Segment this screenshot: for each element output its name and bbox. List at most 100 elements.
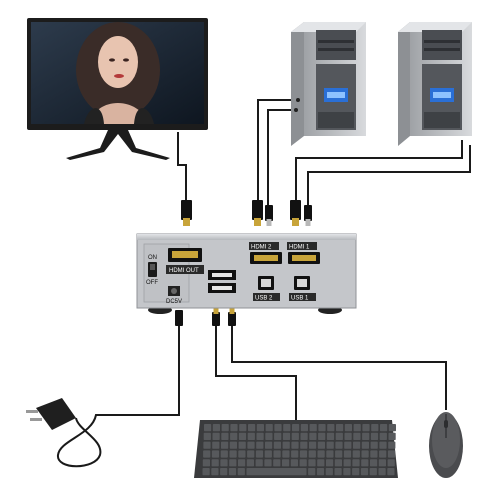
desktop-pc-icon-2 [398,22,472,146]
keyboard-key [264,450,272,458]
keyboard-key [230,424,238,432]
keyboard-key [212,441,220,449]
monitor-icon [27,18,208,160]
usb-plug-keyboard [212,312,220,326]
keyboard-key [273,459,281,467]
keyboard-key [343,468,351,476]
keyboard-key [379,441,387,449]
keyboard-key [238,450,246,458]
keyboard-key [369,468,377,476]
keyboard-key [256,424,264,432]
keyboard-spacebar [246,468,307,476]
dc-label: DC5V [166,299,182,305]
keyboard-key [352,459,360,467]
hdmi-2-label: HDMI 2 [251,245,272,251]
keyboard-key [325,468,333,476]
keyboard-key [378,468,386,476]
keyboard-key [352,450,360,458]
off-label: OFF [146,280,158,286]
keyboard-key [370,441,378,449]
keyboard-key [247,432,255,440]
connector-plugs-bottom [175,308,236,326]
keyboard-key [327,424,335,432]
keyboard-key [204,424,212,432]
keyboard-key [308,459,316,467]
keyboard-key [387,459,395,467]
keyboard-key [221,432,229,440]
keyboard-keys [202,424,396,476]
keyboard-key [317,450,325,458]
keyboard-key [326,441,334,449]
keyboard-key [387,450,396,458]
keyboard-key [273,441,281,449]
keyboard-key [283,424,291,432]
keyboard-key [230,432,238,440]
keyboard-key [300,441,308,449]
keyboard-key [335,432,343,440]
keyboard-key [370,459,378,467]
keyboard-key [316,468,325,476]
keyboard-key [371,424,379,432]
keyboard-key [211,459,219,467]
hdmi-plug-monitor [181,200,192,220]
keyboard-key [336,424,344,432]
keyboard-key [202,459,210,467]
keyboard-key [317,441,325,449]
power-plug [175,310,183,326]
keyboard-key [274,432,282,440]
hdmi-plug-pc2 [290,200,301,220]
keyboard-key [300,424,308,432]
cable-monitor-hdmi [177,132,187,200]
hdmi-out-label: HDMI OUT [169,268,199,274]
cable-mouse-usb [231,325,447,410]
keyboard-key [246,459,254,467]
keyboard-key [221,424,229,432]
keyboard-key [247,450,255,458]
keyboard-key [362,432,370,440]
keyboard-key [202,468,210,476]
keyboard-key [256,441,264,449]
keyboard-key [282,441,290,449]
keyboard-key [326,459,334,467]
keyboard-key [344,424,352,432]
keyboard-key [256,432,264,440]
keyboard-key [353,424,361,432]
keyboard-key [291,450,299,458]
keyboard-key [362,424,370,432]
connector-plugs-top [181,200,312,226]
keyboard-key [203,432,211,440]
keyboard-key [220,450,228,458]
keyboard-key [344,441,352,449]
keyboard-key [255,459,263,467]
mouse-icon [429,412,463,478]
keyboard-key [343,450,352,458]
keyboard-key [308,468,316,476]
keyboard-key [380,424,388,432]
keyboard-key [273,450,281,458]
usb-2-label: USB 2 [255,296,273,302]
keyboard-key [378,459,386,467]
keyboard-key [220,459,228,467]
keyboard-key [361,459,369,467]
keyboard-key [229,450,237,458]
keyboard-key [317,459,325,467]
cable-pc1-hdmi [257,99,295,200]
usb-plug-pc1 [265,205,273,221]
keyboard-key [299,459,307,467]
keyboard-key [239,424,247,432]
keyboard-key [370,432,379,440]
keyboard-key [247,441,255,449]
hdmi-plug-pc1 [252,200,263,220]
keyboard-key [228,468,237,476]
usb-plug-pc2 [304,205,312,221]
keyboard-key [388,432,396,440]
keyboard-key [379,450,387,458]
cables [57,99,471,468]
keyboard-key [255,450,264,458]
keyboard-key [352,468,360,476]
keyboard-key [265,432,273,440]
keyboard-key [370,450,378,458]
on-label: ON [148,255,157,261]
desktop-pc-icon [291,22,366,146]
